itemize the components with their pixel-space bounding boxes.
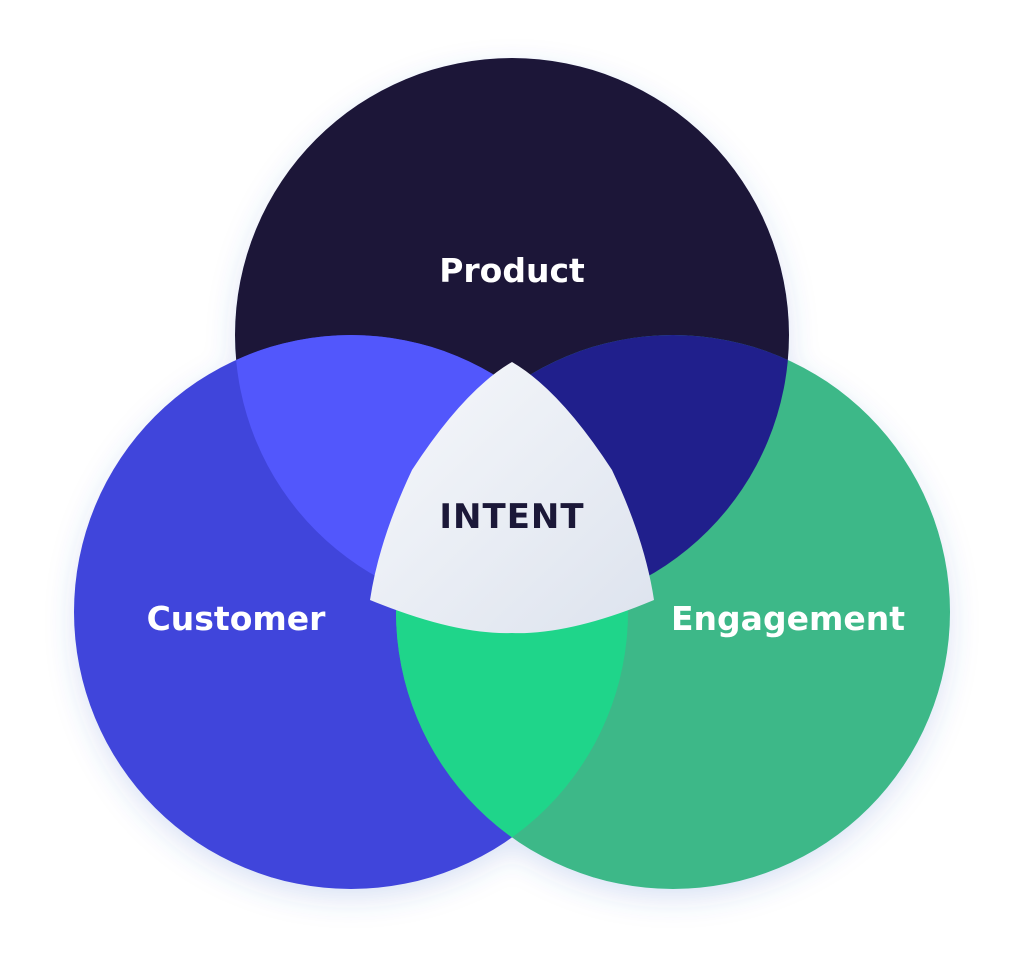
customer-label: Customer	[147, 599, 327, 638]
center-intersection	[370, 362, 654, 634]
intent-label: INTENT	[439, 497, 584, 537]
engagement-label: Engagement	[671, 599, 905, 638]
product-label: Product	[439, 251, 585, 290]
